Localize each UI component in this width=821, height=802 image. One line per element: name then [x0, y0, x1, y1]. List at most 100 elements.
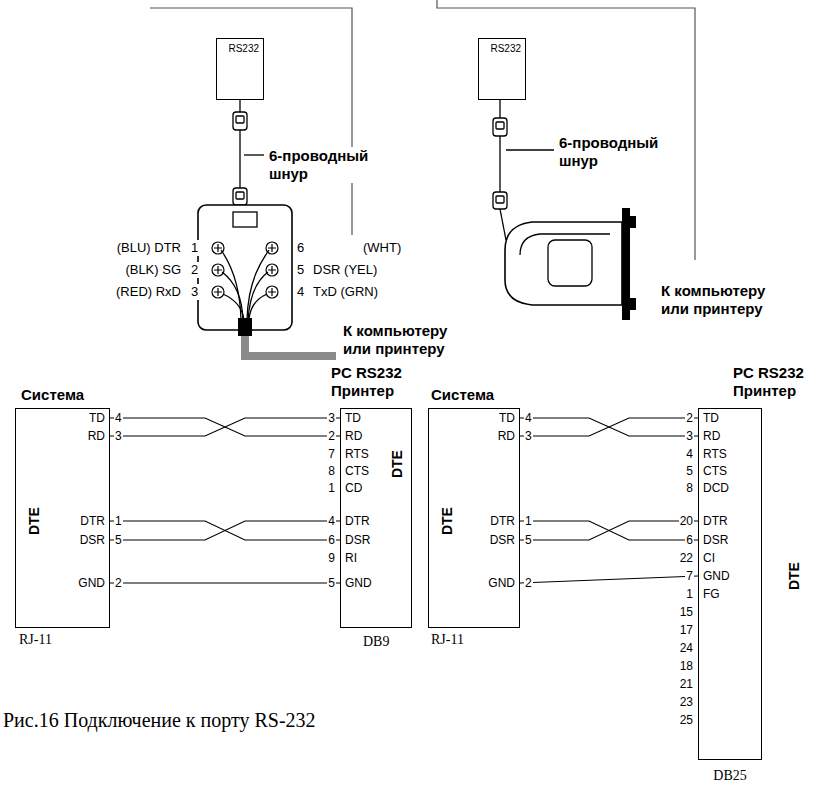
pin-name: CTS [703, 465, 727, 479]
pin-name: DTR [345, 515, 370, 529]
pin-name: RD [88, 430, 105, 444]
pin-number: 1 [685, 587, 694, 601]
signal-wire [520, 521, 698, 540]
pin-number: 17 [679, 623, 694, 637]
pin-number: 1 [114, 514, 123, 528]
pin-number: 6 [327, 533, 336, 547]
pin-number: 4 [327, 514, 336, 528]
pin-name: RTS [703, 448, 727, 462]
pin-number: 3 [524, 429, 533, 443]
pin-number: 15 [679, 605, 694, 619]
pin-name: DCD [703, 482, 729, 496]
pin-number: 2 [190, 262, 199, 278]
pin-name: DTR [490, 515, 515, 529]
side-heading: Система [20, 386, 85, 404]
pin-name: DSR [345, 534, 370, 548]
pin-number: 2 [524, 576, 533, 590]
pin-number: 2 [327, 429, 336, 443]
pin-number: 18 [679, 659, 694, 673]
pin-number: 3 [685, 429, 694, 443]
pin-number: 23 [679, 695, 694, 709]
system-rj11-box: DTE TD RD DTR DSR GND [15, 408, 110, 628]
figure-caption: Рис.16 Подключение к порту RS-232 [3, 708, 316, 732]
pin-number: 6 [296, 240, 305, 256]
rs232-port-box: RS232 [478, 38, 526, 100]
pin-name: CI [703, 552, 715, 566]
pin-name: DSR [703, 534, 728, 548]
pin-number: 3 [190, 284, 199, 300]
pin-number: 1 [190, 240, 199, 256]
pin-name: GND [488, 577, 515, 591]
dte-label: DTE [786, 562, 802, 590]
pin-number: 5 [685, 464, 694, 478]
pin-number: 22 [679, 551, 694, 565]
signal-wire [110, 521, 340, 540]
cord-label: 6-проводный шнур [558, 134, 670, 170]
pin-name: RI [345, 552, 357, 566]
pin-name: DTR [80, 515, 105, 529]
connector-type: DB9 [362, 634, 390, 651]
pin-name: RS232 [490, 43, 521, 55]
pin-number: 5 [524, 533, 533, 547]
pin-name: DSR [80, 534, 105, 548]
destination-label: К компьютеру или принтеру [342, 322, 476, 358]
pin-name: RD [345, 430, 362, 444]
pin-number: 9 [327, 551, 336, 565]
pin-number: 5 [296, 262, 305, 278]
signal-wire [520, 418, 698, 436]
db9-box: DTETDRDRTSCTSCDDTRDSRRIGND [340, 408, 412, 628]
pin-number: 2 [114, 576, 123, 590]
pin-number: 1 [524, 514, 533, 528]
signal-wire [110, 418, 340, 436]
pin-number: 8 [327, 464, 336, 478]
pin-number: 7 [327, 447, 336, 461]
pin-name: TD [89, 412, 105, 426]
side-heading: PC RS232 Принтер [732, 364, 816, 400]
pin-number: 3 [327, 411, 336, 425]
pin-name: CTS [345, 465, 369, 479]
pin-number: 20 [679, 514, 694, 528]
connector-type: RJ-11 [18, 632, 53, 649]
pin-name: RS232 [228, 43, 259, 55]
wire-color-label: (WHT) [362, 240, 402, 256]
dte-label: DTE [26, 507, 42, 535]
signal-wire [520, 576, 698, 583]
pin-name: RD [703, 430, 720, 444]
pin-name: RD [498, 430, 515, 444]
pin-name: TD [703, 412, 719, 426]
cord-label: 6-проводный шнур [268, 147, 380, 183]
pin-number: 24 [679, 641, 694, 655]
pin-number: 4 [524, 411, 533, 425]
side-heading: PC RS232 Принтер [330, 364, 414, 400]
pin-name: TD [499, 412, 515, 426]
pin-name: CD [345, 482, 362, 496]
connector-type: RJ-11 [430, 632, 465, 649]
pin-name: DTR [703, 515, 728, 529]
wire-color-label: (BLK) SG [124, 262, 182, 278]
signal-wire [520, 418, 698, 436]
pin-name: GND [345, 577, 372, 591]
system-rj11-box: DTE TD RD DTR DSR GND [428, 408, 520, 628]
pin-name: GND [78, 577, 105, 591]
pin-number: 25 [679, 713, 694, 727]
connector-type: DB25 [712, 768, 747, 785]
wire-color-label: TxD (GRN) [312, 284, 379, 300]
side-heading: Система [430, 386, 495, 404]
pin-number: 8 [685, 481, 694, 495]
pin-number: 5 [327, 576, 336, 590]
pin-number: 2 [685, 411, 694, 425]
pin-number: 5 [114, 533, 123, 547]
destination-label: К компьютеру или принтеру [660, 282, 797, 318]
pin-name: TD [345, 412, 361, 426]
wire-color-label: DSR (YEL) [312, 262, 378, 278]
pin-number: 21 [679, 677, 694, 691]
pin-name: FG [703, 588, 720, 602]
pin-number: 1 [327, 481, 336, 495]
wire-color-label: (BLU) DTR [116, 240, 182, 256]
pin-number: 7 [685, 569, 694, 583]
dte-label: DTE [439, 507, 455, 535]
wire-color-label: (RED) RxD [115, 284, 182, 300]
signal-wire [110, 418, 340, 436]
pin-name: GND [703, 570, 730, 584]
pin-name: DSR [490, 534, 515, 548]
